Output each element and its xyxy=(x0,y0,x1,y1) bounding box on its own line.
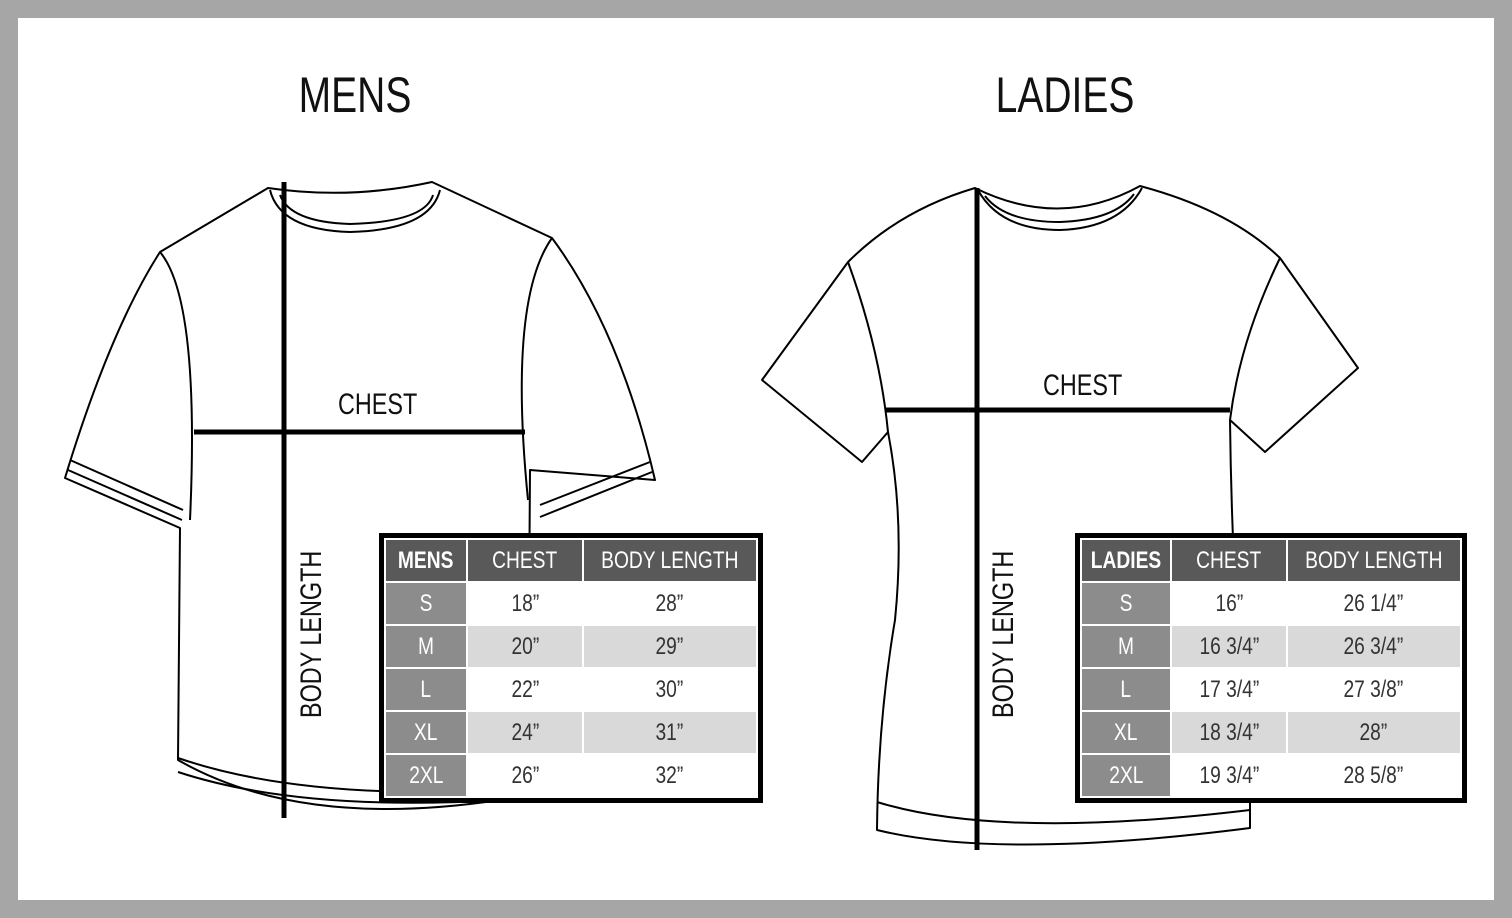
mens-heading: MENS xyxy=(298,67,412,123)
size-cell: 2XL xyxy=(386,755,466,796)
table-row: XL 18 3/4” 28” xyxy=(1082,712,1460,753)
body-length-cell: 28” xyxy=(1288,712,1460,753)
size-cell: M xyxy=(386,626,466,667)
chest-cell: 18 3/4” xyxy=(1172,712,1287,753)
body-length-cell: 30” xyxy=(584,669,756,710)
size-cell: 2XL xyxy=(1082,755,1171,796)
size-cell: S xyxy=(1082,583,1171,624)
table-row: M 16 3/4” 26 3/4” xyxy=(1082,626,1460,667)
ladies-heading: LADIES xyxy=(995,67,1135,123)
body-length-cell: 32” xyxy=(584,755,756,796)
table-header: LADIES xyxy=(1082,540,1171,581)
chest-cell: 19 3/4” xyxy=(1172,755,1287,796)
ladies-size-table: LADIES CHEST BODY LENGTH S 16” 26 1/4” M… xyxy=(1075,533,1467,803)
chest-cell: 17 3/4” xyxy=(1172,669,1287,710)
size-cell: S xyxy=(386,583,466,624)
table-header: BODY LENGTH xyxy=(584,540,756,581)
ladies-body-length-label: BODY LENGTH xyxy=(987,550,1020,718)
size-cell: XL xyxy=(1082,712,1171,753)
size-cell: L xyxy=(386,669,466,710)
body-length-cell: 27 3/8” xyxy=(1288,669,1460,710)
body-length-cell: 26 1/4” xyxy=(1288,583,1460,624)
body-length-cell: 29” xyxy=(584,626,756,667)
mens-body-length-label: BODY LENGTH xyxy=(295,550,328,718)
chest-cell: 18” xyxy=(468,583,582,624)
table-header: BODY LENGTH xyxy=(1288,540,1460,581)
table-row: L 22” 30” xyxy=(386,669,756,710)
ladies-chest-label: CHEST xyxy=(1043,369,1123,402)
chest-cell: 26” xyxy=(468,755,582,796)
chest-cell: 24” xyxy=(468,712,582,753)
table-header: CHEST xyxy=(1172,540,1287,581)
table-row: S 18” 28” xyxy=(386,583,756,624)
table-header: CHEST xyxy=(468,540,582,581)
size-cell: M xyxy=(1082,626,1171,667)
table-row: M 20” 29” xyxy=(386,626,756,667)
table-row: 2XL 19 3/4” 28 5/8” xyxy=(1082,755,1460,796)
table-row: L 17 3/4” 27 3/8” xyxy=(1082,669,1460,710)
chest-cell: 22” xyxy=(468,669,582,710)
table-row: S 16” 26 1/4” xyxy=(1082,583,1460,624)
body-length-cell: 31” xyxy=(584,712,756,753)
size-cell: L xyxy=(1082,669,1171,710)
size-cell: XL xyxy=(386,712,466,753)
table-header: MENS xyxy=(386,540,466,581)
chest-cell: 20” xyxy=(468,626,582,667)
body-length-cell: 28 5/8” xyxy=(1288,755,1460,796)
table-row: 2XL 26” 32” xyxy=(386,755,756,796)
table-row: XL 24” 31” xyxy=(386,712,756,753)
table-header-row: LADIES CHEST BODY LENGTH xyxy=(1082,540,1460,581)
body-length-cell: 26 3/4” xyxy=(1288,626,1460,667)
measurement-lines xyxy=(194,182,1230,850)
ladies-tshirt-outline xyxy=(761,185,1359,846)
mens-chest-label: CHEST xyxy=(338,388,418,421)
table-header-row: MENS CHEST BODY LENGTH xyxy=(386,540,756,581)
chest-cell: 16” xyxy=(1172,583,1287,624)
mens-size-table: MENS CHEST BODY LENGTH S 18” 28” M 20” 2… xyxy=(379,533,763,803)
body-length-cell: 28” xyxy=(584,583,756,624)
chest-cell: 16 3/4” xyxy=(1172,626,1287,667)
